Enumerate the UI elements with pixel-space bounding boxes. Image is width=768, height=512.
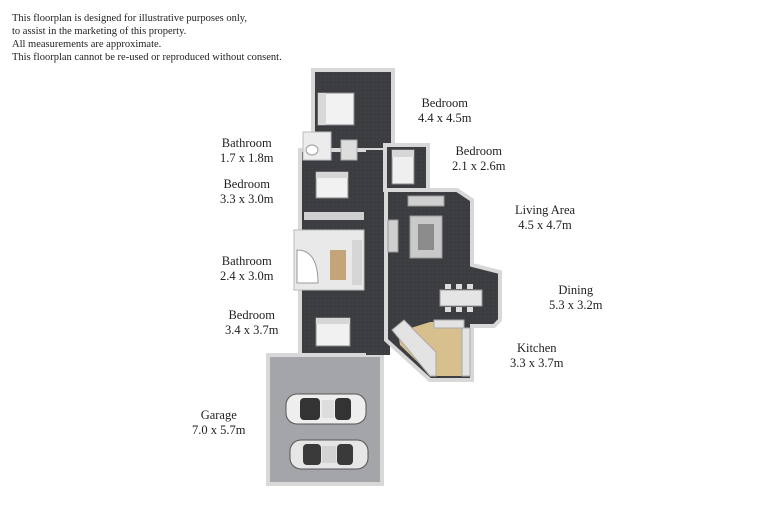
kitchen-area — [391, 319, 471, 377]
room-label-bedroom: Bedroom 3.3 x 3.0m — [220, 177, 273, 207]
room-label-bedroom: Bedroom 2.1 x 2.6m — [452, 144, 505, 174]
room-name: Dining — [558, 283, 594, 297]
room-label-garage: Garage 7.0 x 5.7m — [192, 408, 245, 438]
room-label-living-area: Living Area 4.5 x 4.7m — [515, 203, 575, 233]
bed-icon — [315, 317, 351, 347]
room-name: Bathroom — [221, 254, 272, 268]
room-size: 3.3 x 3.0m — [220, 192, 274, 206]
room-name: Garage — [200, 408, 237, 422]
room-size: 2.4 x 3.0m — [220, 269, 274, 283]
disclaimer-line: All measurements are approximate. — [12, 39, 162, 50]
bed-icon — [317, 92, 355, 126]
sofa-icon — [387, 195, 445, 259]
room-name: Kitchen — [516, 341, 557, 355]
room-label-dining: Dining 5.3 x 3.2m — [549, 283, 602, 313]
room-size: 7.0 x 5.7m — [192, 423, 246, 437]
bathroom-fixtures — [293, 229, 365, 291]
disclaimer-line: This floorplan cannot be re-used or repr… — [12, 52, 282, 63]
room-size: 5.3 x 3.2m — [549, 298, 603, 312]
room-name: Bedroom — [421, 96, 468, 110]
room-name: Bedroom — [228, 308, 275, 322]
bathroom-fixtures — [302, 131, 358, 161]
room-size: 3.3 x 3.7m — [510, 356, 564, 370]
room-label-kitchen: Kitchen 3.3 x 3.7m — [510, 341, 563, 371]
room-name: Bathroom — [221, 136, 272, 150]
room-size: 3.4 x 3.7m — [225, 323, 279, 337]
room-size: 2.1 x 2.6m — [452, 159, 506, 173]
room-label-bathroom: Bathroom 2.4 x 3.0m — [220, 254, 273, 284]
bed-icon — [391, 149, 415, 185]
car-icon — [285, 393, 367, 425]
room-name: Bedroom — [455, 144, 502, 158]
room-size: 1.7 x 1.8m — [220, 151, 274, 165]
car-icon — [289, 439, 369, 470]
bed-icon — [304, 171, 364, 220]
disclaimer-line: to assist in the marketing of this prope… — [12, 26, 187, 37]
disclaimer-text: This floorplan is designed for illustrat… — [12, 12, 282, 64]
disclaimer-line: This floorplan is designed for illustrat… — [12, 13, 247, 24]
garage-area — [266, 353, 384, 486]
room-name: Bedroom — [223, 177, 270, 191]
room-label-bedroom: Bedroom 3.4 x 3.7m — [225, 308, 278, 338]
room-size: 4.4 x 4.5m — [418, 111, 472, 125]
room-name: Living Area — [515, 203, 576, 217]
dining-table-icon — [439, 284, 483, 312]
room-size: 4.5 x 4.7m — [518, 218, 572, 232]
room-label-bathroom: Bathroom 1.7 x 1.8m — [220, 136, 273, 166]
room-label-bedroom: Bedroom 4.4 x 4.5m — [418, 96, 471, 126]
